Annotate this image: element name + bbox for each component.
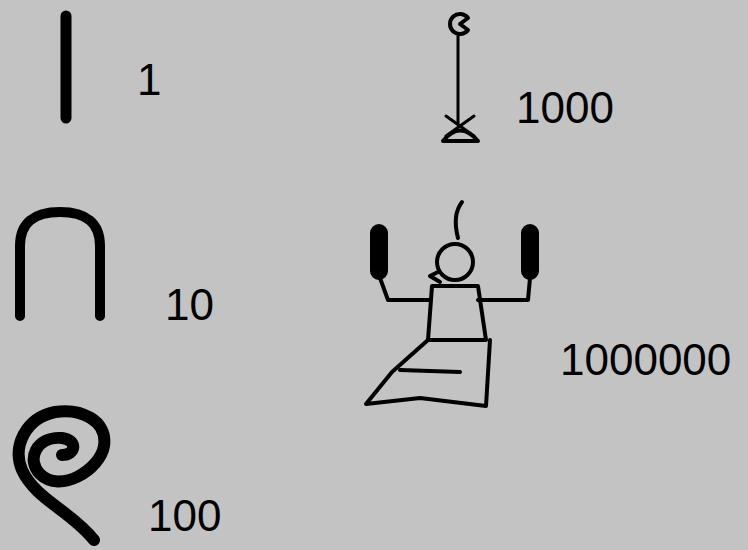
- rope-coil-glyph: [19, 411, 105, 540]
- arm: [478, 278, 530, 300]
- stroke-glyph: [61, 16, 72, 118]
- palm-rib: [372, 226, 386, 278]
- numeral-value: 1: [137, 58, 161, 102]
- lotus-stem: [457, 36, 460, 124]
- lotus-flower: [450, 14, 468, 34]
- arm: [380, 278, 430, 300]
- numeral-value: 100: [148, 494, 221, 538]
- plume: [456, 202, 462, 238]
- numeral-value: 1000: [516, 86, 614, 130]
- heh-god-glyph: [366, 202, 537, 406]
- torso: [428, 286, 486, 340]
- knee: [400, 370, 460, 372]
- lotus-base: [443, 131, 478, 142]
- palm-rib: [523, 226, 537, 278]
- kneeling-legs: [366, 340, 490, 406]
- head: [437, 244, 473, 280]
- heel-bone-glyph: [20, 212, 100, 316]
- numeral-value: 10: [165, 283, 214, 327]
- face: [430, 272, 440, 282]
- numeral-value: 1000000: [560, 338, 731, 382]
